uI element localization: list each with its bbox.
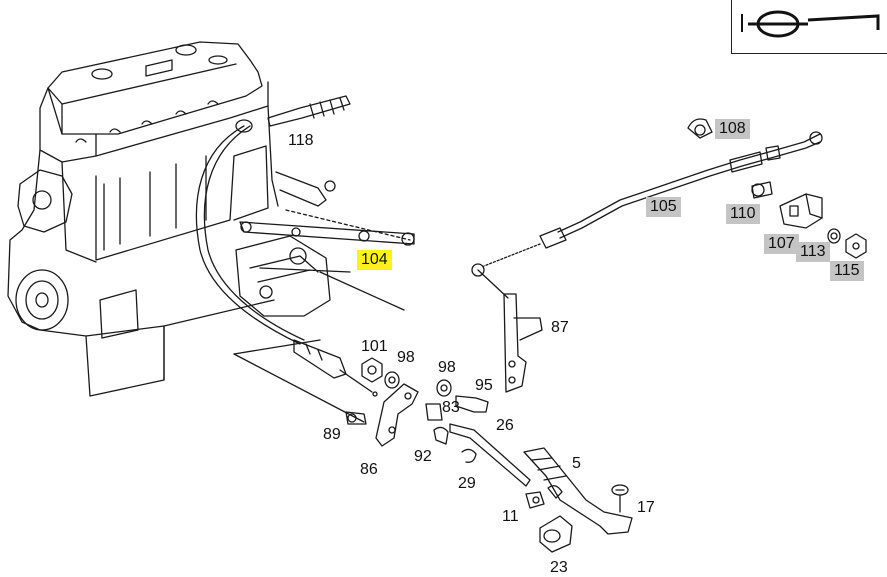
- fasteners-group: [345, 357, 489, 445]
- callout-86[interactable]: 86: [360, 461, 378, 478]
- screw-17: [611, 484, 629, 513]
- callout-101[interactable]: 101: [361, 338, 388, 355]
- bracket-86: [375, 383, 419, 447]
- callout-115[interactable]: 115: [830, 261, 864, 281]
- callout-89[interactable]: 89: [323, 426, 341, 443]
- linkage-rod-104: [239, 221, 415, 246]
- callout-17[interactable]: 17: [637, 499, 655, 516]
- callout-108[interactable]: 108: [715, 119, 750, 139]
- callout-92[interactable]: 92: [414, 448, 432, 465]
- cable-118: [195, 95, 378, 397]
- bracket-assembly-107: [751, 181, 867, 259]
- callout-113[interactable]: 113: [796, 242, 830, 262]
- callout-118[interactable]: 118: [288, 132, 314, 149]
- callout-105[interactable]: 105: [646, 197, 681, 217]
- callout-11[interactable]: 11: [502, 508, 519, 525]
- pedal-5: [523, 447, 633, 535]
- callout-98-b[interactable]: 98: [438, 359, 456, 376]
- clip-108: [687, 118, 713, 139]
- logo-box: [731, 0, 887, 54]
- callout-98-a[interactable]: 98: [397, 349, 415, 366]
- callout-104[interactable]: 104: [357, 250, 392, 270]
- rod-26: [449, 423, 531, 487]
- callout-83[interactable]: 83: [442, 399, 460, 416]
- callout-23[interactable]: 23: [550, 559, 568, 576]
- cable-105: [471, 131, 823, 299]
- callout-29[interactable]: 29: [458, 475, 476, 492]
- stop-11: [525, 491, 545, 509]
- callout-26[interactable]: 26: [496, 417, 514, 434]
- callout-107[interactable]: 107: [764, 234, 799, 254]
- bracket-87: [503, 293, 543, 393]
- callout-87[interactable]: 87: [551, 319, 569, 336]
- callout-110[interactable]: 110: [726, 204, 760, 224]
- callout-95[interactable]: 95: [475, 377, 493, 394]
- engine-block: [7, 41, 411, 423]
- callout-5[interactable]: 5: [572, 455, 581, 472]
- steering-wheel-logo-icon: [741, 10, 880, 38]
- buffer-23: [539, 515, 573, 553]
